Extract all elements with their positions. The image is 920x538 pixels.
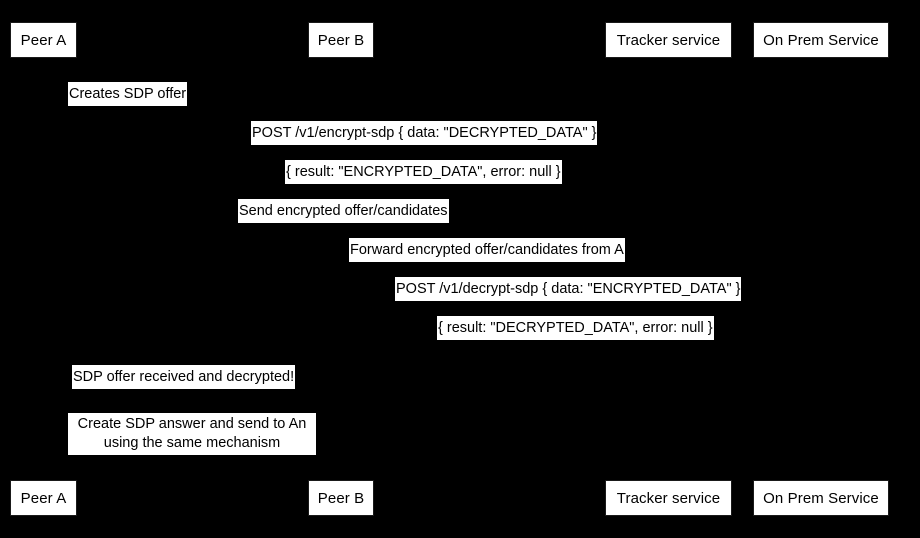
arrow-creates-sdp-offer (43, 110, 153, 111)
participant-on-prem-service-top[interactable]: On Prem Service (753, 22, 889, 58)
participant-tracker-service-bottom[interactable]: Tracker service (605, 480, 732, 516)
message-label-decrypt-sdp-result: { result: "DECRYPTED_DATA", error: null … (437, 316, 714, 340)
participant-peer-a-bottom[interactable]: Peer A (10, 480, 77, 516)
participant-peer-b-bottom[interactable]: Peer B (308, 480, 374, 516)
message-label-post-encrypt-sdp: POST /v1/encrypt-sdp { data: "DECRYPTED_… (251, 121, 598, 145)
message-label-sdp-offer-received: SDP offer received and decrypted! (72, 365, 296, 389)
participant-peer-a-top[interactable]: Peer A (10, 22, 77, 58)
participant-tracker-service-top[interactable]: Tracker service (605, 22, 732, 58)
message-label-post-decrypt-sdp: POST /v1/decrypt-sdp { data: "ENCRYPTED_… (395, 277, 742, 301)
message-label-forward-encrypted-offer: Forward encrypted offer/candidates from … (349, 238, 625, 262)
participant-peer-b-top[interactable]: Peer B (308, 22, 374, 58)
arrow-decrypt-sdp-result (340, 344, 821, 345)
lifeline-peer-a (43, 57, 44, 471)
arrow-post-encrypt-sdp (340, 149, 821, 150)
arrow-encrypt-sdp-result (340, 188, 821, 189)
lifeline-on-prem-service (821, 57, 822, 471)
arrow-create-sdp-answer (43, 455, 153, 456)
arrow-post-decrypt-sdp (340, 305, 821, 306)
message-label-creates-sdp-offer: Creates SDP offer (68, 82, 188, 106)
lifeline-tracker-service (668, 57, 669, 471)
arrow-send-encrypted-offer (43, 227, 668, 228)
arrow-sdp-offer-received (43, 393, 153, 394)
arrow-forward-encrypted (340, 266, 668, 267)
message-label-encrypt-sdp-result: { result: "ENCRYPTED_DATA", error: null … (285, 160, 562, 184)
participant-on-prem-service-bottom[interactable]: On Prem Service (753, 480, 889, 516)
message-label-send-encrypted-offer: Send encrypted offer/candidates (238, 199, 449, 223)
lifeline-peer-b (340, 57, 341, 471)
